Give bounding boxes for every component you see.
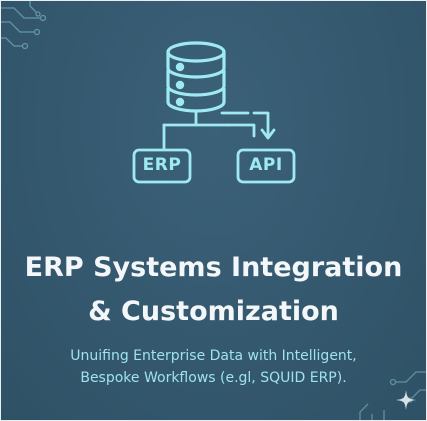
circuit-trace-icon [0, 0, 47, 50]
api-box [236, 148, 296, 184]
circuit-trace-icon [359, 371, 427, 421]
subtitle-line-1: Unuifing Enterprise Data with Intelligen… [70, 348, 357, 364]
erp-box-label: ERP [142, 155, 182, 175]
sparkle-icon [396, 390, 416, 410]
subtitle-line-2: Bespoke Workflows (e.gl, SQUID ERP). [80, 370, 347, 386]
page-title-line-2: & Customization [88, 296, 339, 327]
erp-box [132, 148, 192, 184]
database-icon [166, 41, 226, 113]
api-box-label: API [249, 155, 283, 175]
connector-lines [162, 111, 276, 150]
page-title-line-1: ERP Systems Integration [24, 252, 403, 283]
